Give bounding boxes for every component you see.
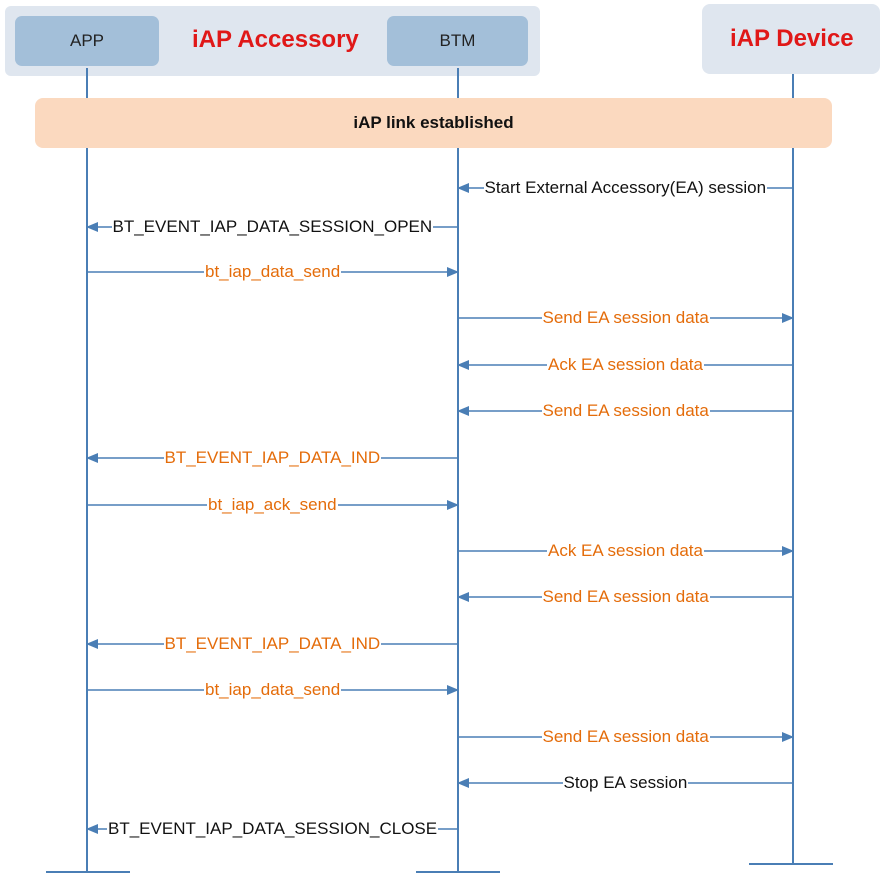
message-label: bt_iap_ack_send	[207, 495, 338, 515]
device-group-title: iAP Device	[730, 25, 854, 52]
message-label: bt_iap_data_send	[204, 680, 342, 700]
message-label: Ack EA session data	[547, 355, 704, 375]
message-label: Stop EA session	[562, 773, 689, 793]
iap-device-group	[702, 4, 880, 74]
message-label: Send EA session data	[541, 308, 710, 328]
message-label: Start External Accessory(EA) session	[483, 178, 768, 198]
message-label: BT_EVENT_IAP_DATA_IND	[163, 634, 382, 654]
actor-btm: BTM	[387, 16, 528, 66]
message-label: BT_EVENT_IAP_DATA_SESSION_OPEN	[111, 217, 434, 237]
accessory-group-title: iAP Accessory	[192, 26, 359, 53]
message-label: Send EA session data	[541, 587, 710, 607]
message-label: Send EA session data	[541, 401, 710, 421]
message-label: Send EA session data	[541, 727, 710, 747]
message-label: BT_EVENT_IAP_DATA_SESSION_CLOSE	[107, 819, 439, 839]
message-label: Ack EA session data	[547, 541, 704, 561]
message-label: BT_EVENT_IAP_DATA_IND	[163, 448, 382, 468]
actor-app: APP	[15, 16, 159, 66]
message-label: bt_iap_data_send	[204, 262, 342, 282]
iap-link-banner: iAP link established	[35, 98, 832, 148]
